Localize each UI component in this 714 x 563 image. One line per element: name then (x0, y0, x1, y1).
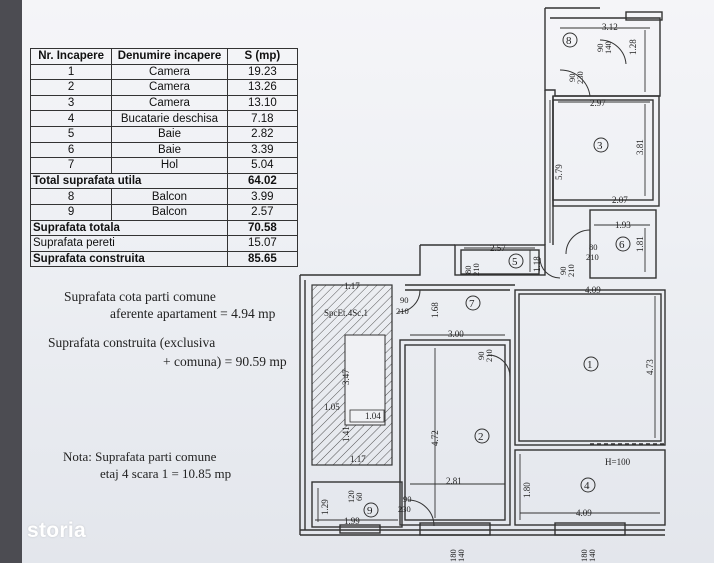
room-number-7: 7 (469, 298, 475, 310)
dim-1-68: 1.68 (430, 302, 440, 318)
dim-3-12: 3.12 (602, 22, 618, 32)
dim-4-73: 4.73 (645, 359, 655, 375)
stair-note-line2: etaj 4 scara 1 = 10.85 mp (100, 466, 232, 481)
window-2-width: 180 (448, 549, 458, 562)
dim-1-18: 1.18 (532, 256, 542, 272)
room-name: Bucatarie deschisa (111, 110, 228, 127)
door-2-width: 90 (476, 352, 486, 361)
dim-1-93: 1.93 (615, 220, 631, 230)
room-number-4: 4 (584, 480, 590, 492)
dim-2-97: 2.97 (590, 98, 606, 108)
room-number-1: 1 (587, 359, 593, 371)
walls-value: 15.07 (226, 235, 299, 252)
dim-1-41: 1.41 (341, 426, 351, 442)
built-note-line1: Suprafata construita (exclusiva (48, 335, 216, 350)
dim-1-80: 1.80 (522, 482, 532, 498)
door-3-width: 90 (567, 74, 577, 83)
dim-1-29: 1.29 (320, 499, 330, 515)
room-number-2: 2 (478, 431, 484, 443)
built-note-line2: + comuna) = 90.59 mp (163, 354, 287, 369)
dim-3-00: 3.00 (448, 329, 464, 339)
dim-1-28: 1.28 (628, 39, 638, 55)
built-value: 85.65 (226, 250, 299, 268)
door-swings (397, 39, 627, 527)
total-value: 70.58 (226, 219, 299, 237)
window-9-width: 120 (346, 490, 356, 503)
door-6-width: 80 (589, 242, 598, 252)
dim-4-72: 4.72 (430, 430, 440, 446)
window-4-height: 140 (587, 549, 597, 562)
stair-space-label: SpcEt.4Sc.1 (324, 308, 368, 318)
room-area: 13.10 (226, 94, 299, 112)
door-7-width: 90 (400, 295, 409, 305)
dim-1-04: 1.04 (365, 411, 381, 421)
window-4-width: 180 (579, 549, 589, 562)
left-dark-edge (0, 0, 22, 563)
dim-1-99: 1.99 (344, 516, 360, 526)
room-number-6: 6 (619, 239, 625, 251)
dim-2-57: 2.57 (490, 243, 506, 253)
door-5-height: 210 (471, 263, 481, 276)
balcony-area: 2.57 (226, 203, 299, 221)
dim-3-47: 3.47 (341, 369, 351, 385)
staircase (311, 284, 393, 466)
room-number-3: 3 (597, 140, 603, 152)
dim-1-05: 1.05 (324, 402, 340, 412)
room-markers: 1 2 3 4 5 6 7 8 9 (363, 32, 631, 518)
balcony-name: Balcon (111, 188, 228, 205)
dim-5-79: 5.79 (554, 164, 564, 180)
dimension-lines (315, 27, 660, 522)
stair-note-line1: Nota: Suprafata parti comune (63, 449, 217, 464)
dim-1-17-stair-bottom: 1.17 (350, 454, 366, 464)
door-9-height: 230 (398, 504, 411, 514)
dimension-labels: 3.12 1.28 2.97 3.81 5.79 2.07 1.93 1.81 … (320, 22, 655, 526)
dim-2-07: 2.07 (612, 195, 628, 205)
total-label: Suprafata totala (30, 219, 228, 237)
door-2-height: 210 (484, 349, 494, 362)
dim-1-81: 1.81 (635, 236, 645, 252)
room-number-5: 5 (512, 256, 518, 268)
dim-4-09-bottom: 4.09 (576, 508, 592, 518)
door-8-width: 90 (595, 44, 605, 53)
door-corridor-width: 90 (558, 267, 568, 276)
door-9-width: 90 (403, 494, 412, 504)
dim-1-17-stair: 1.17 (344, 281, 360, 291)
window-9-height: 60 (354, 493, 364, 502)
watermark-logo: storia (27, 519, 86, 542)
door-corridor-height: 210 (566, 264, 576, 277)
room-name: Camera (111, 79, 228, 96)
room-number-8: 8 (566, 35, 572, 47)
dim-3-81: 3.81 (635, 139, 645, 155)
door-5-width: 80 (463, 266, 473, 275)
built-label: Suprafata construita (30, 250, 228, 268)
door-3-height: 230 (575, 71, 585, 84)
room-number-9: 9 (367, 505, 373, 517)
dim-4-09-top: 4.09 (585, 285, 601, 295)
common-note-line1: Suprafata cota parti comune (64, 289, 216, 304)
door-6-height: 210 (586, 252, 599, 262)
window-2-height: 140 (456, 549, 466, 562)
window-height-label: H=100 (605, 457, 631, 467)
door-8-height: 140 (603, 41, 613, 54)
common-note-line2: aferente apartament = 4.94 mp (110, 306, 276, 321)
door-labels: 90 140 90 230 80 210 80 210 90 210 90 21… (346, 41, 613, 562)
door-7-height: 210 (396, 306, 409, 316)
balcony-name: Balcon (111, 203, 228, 221)
dim-2-81: 2.81 (446, 476, 462, 486)
